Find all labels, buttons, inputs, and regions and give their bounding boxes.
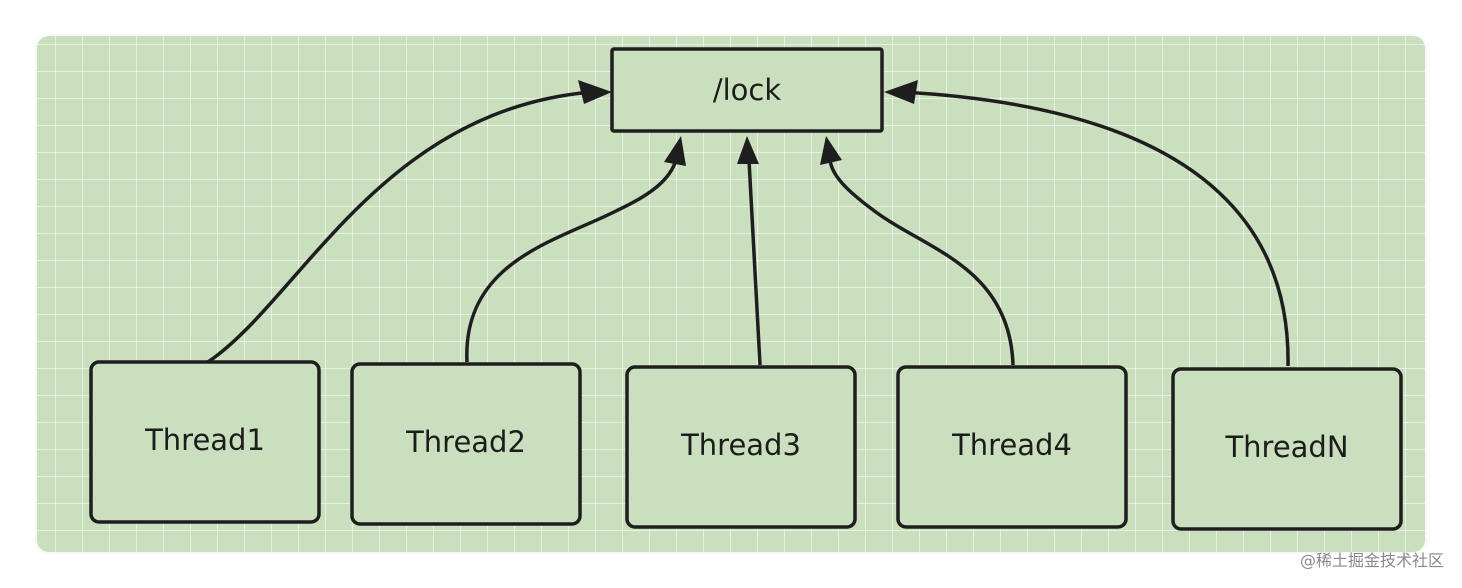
- arrowhead-threadN: [884, 80, 918, 104]
- arrowhead-thread3: [737, 136, 759, 164]
- edge-thread3-lock: [747, 159, 762, 366]
- edge-thread1-lock: [207, 90, 593, 364]
- thread-node-4-box: [896, 365, 1128, 529]
- edge-thread2-lock: [465, 159, 678, 363]
- thread-node-n-box: [1171, 367, 1403, 531]
- thread-node-3: Thread3: [625, 365, 857, 529]
- edge-thread4-lock: [828, 159, 1015, 366]
- thread-node-1-label: Thread1: [144, 423, 265, 457]
- thread-node-2-label: Thread2: [405, 425, 526, 459]
- arrowhead-thread2: [664, 136, 686, 166]
- arrowhead-thread4: [820, 136, 842, 165]
- thread-node-1-box: [89, 360, 321, 524]
- thread-node-4-label: Thread4: [951, 428, 1072, 462]
- edge-threadN-lock: [901, 90, 1290, 367]
- thread-node-n-label: ThreadN: [1224, 430, 1348, 464]
- thread-nodes: Thread1 Thread2 Thread3 Thread4 ThreadN: [89, 360, 1403, 531]
- thread-node-4: Thread4: [896, 365, 1128, 529]
- thread-node-1: Thread1: [89, 360, 321, 524]
- lock-node-label: /lock: [713, 73, 782, 107]
- lock-node: /lock: [610, 47, 884, 133]
- thread-node-3-box: [625, 365, 857, 529]
- thread-node-n: ThreadN: [1171, 367, 1403, 531]
- thread-node-2: Thread2: [350, 362, 582, 526]
- lock-node-box: [610, 47, 884, 133]
- arrowhead-thread1: [578, 80, 612, 104]
- watermark-text: @稀土掘金技术社区: [1299, 551, 1444, 570]
- thread-node-3-label: Thread3: [680, 428, 801, 462]
- thread-node-2-box: [350, 362, 582, 526]
- edges: [207, 80, 1290, 367]
